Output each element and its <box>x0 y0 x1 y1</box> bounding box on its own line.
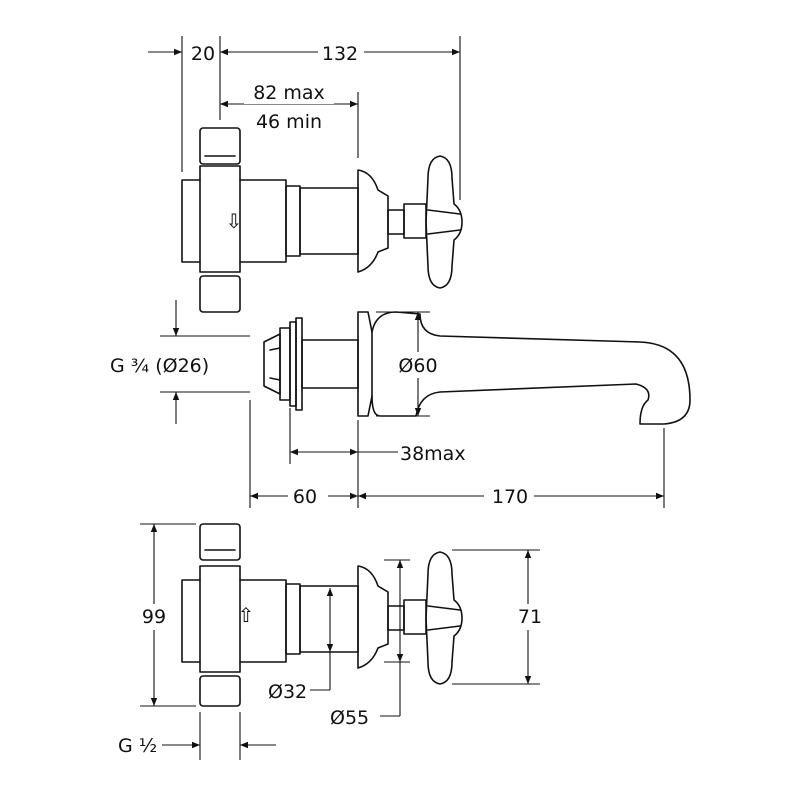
dim-top-overall: 132 <box>322 43 358 65</box>
spout-dimension-lines <box>160 300 665 508</box>
spout <box>263 311 691 425</box>
top-flow-symbol: ⇩ <box>226 209 243 233</box>
dim-bottom-handle-height: 71 <box>518 606 542 628</box>
dim-bottom-shroud-dia: Ø32 <box>268 681 307 703</box>
dim-bottom-height: 99 <box>142 606 166 628</box>
dim-spout-length: 170 <box>492 486 528 508</box>
bottom-valve <box>181 523 463 707</box>
bottom-dimension-lines <box>140 523 540 760</box>
dim-spout-body: 60 <box>293 486 317 508</box>
bottom-flow-symbol: ⇧ <box>238 603 255 627</box>
dim-spout-thread: G ¾ (Ø26) <box>110 355 209 377</box>
dim-bottom-flange-dia: Ø55 <box>330 707 369 729</box>
dim-bottom-thread: G ½ <box>118 735 157 757</box>
dim-top-left-width: 20 <box>191 43 215 65</box>
dim-top-reach-min: 46 min <box>256 111 322 133</box>
dim-spout-plate-dia: Ø60 <box>398 355 437 377</box>
dim-spout-depth-max: 38max <box>400 443 466 465</box>
top-valve <box>181 127 463 313</box>
dim-top-reach-max: 82 max <box>253 82 325 104</box>
